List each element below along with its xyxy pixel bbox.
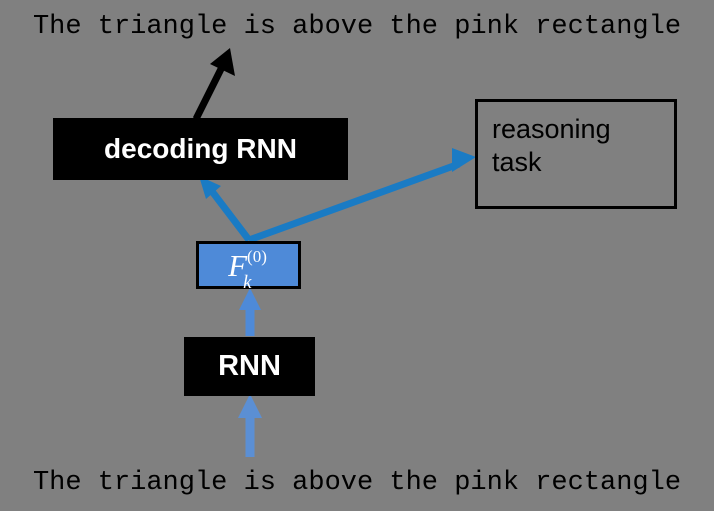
- fk-to-decoding-rnn-arrow: [199, 176, 252, 243]
- decoding-rnn-to-output-arrow: [192, 48, 235, 121]
- encoder-rnn-node[interactable]: RNN: [184, 337, 315, 396]
- encoder-rnn-label: RNN: [218, 350, 281, 382]
- rnn-to-fk-arrow: [239, 288, 261, 336]
- decoding-rnn-node[interactable]: decoding RNN: [53, 118, 348, 180]
- fk-superscript: (0): [247, 247, 267, 267]
- feature-representation-node[interactable]: F(0) k: [196, 241, 301, 292]
- reasoning-task-label-line2: task: [492, 146, 542, 177]
- reasoning-task-label-line1: reasoning: [492, 114, 611, 144]
- fk-subscript: k: [243, 271, 252, 293]
- input-caption-text: The triangle is above the pink rectangle: [32, 468, 682, 498]
- fk-math-expression: F(0) k: [228, 247, 269, 291]
- fk-base: F: [228, 247, 248, 283]
- output-caption-text: The triangle is above the pink rectangle: [32, 12, 682, 42]
- reasoning-task-node[interactable]: reasoning task: [475, 99, 677, 209]
- input-to-rnn-arrow: [238, 394, 262, 457]
- decoding-rnn-label: decoding RNN: [104, 133, 297, 164]
